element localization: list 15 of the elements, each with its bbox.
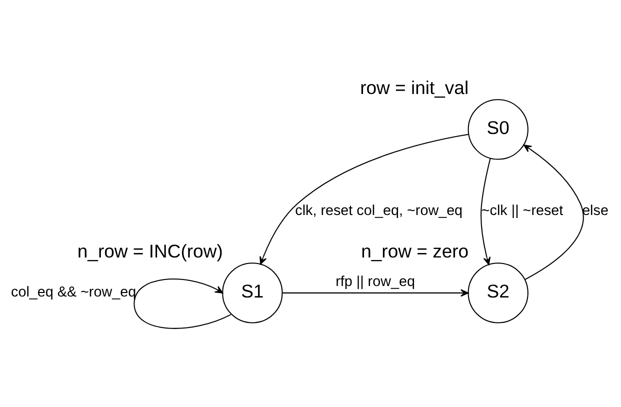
node-label: row = init_val xyxy=(360,76,469,98)
arrow xyxy=(282,288,469,296)
arrow xyxy=(523,144,584,280)
node-label: n_row = INC(row) xyxy=(77,240,223,261)
node-circle: S1 xyxy=(222,262,283,323)
edge-label: col_eq && ~row_eq xyxy=(11,284,136,300)
edge-label: clk, reset col_eq, ~row_eq xyxy=(295,202,463,219)
arrow xyxy=(480,158,491,265)
edge-label: else xyxy=(582,202,608,219)
node-circle: S0 xyxy=(468,98,528,160)
edge-label: rfp || row_eq xyxy=(336,273,415,290)
node-label: n_row = zero xyxy=(361,240,469,261)
node-circle: S2 xyxy=(468,262,528,323)
arrow xyxy=(260,133,469,264)
edge-label: ~clk || ~reset xyxy=(481,202,564,219)
